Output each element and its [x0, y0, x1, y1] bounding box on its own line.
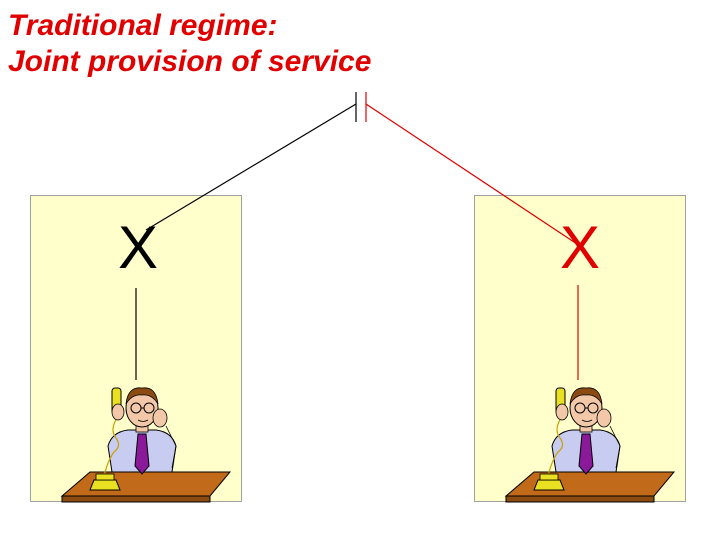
- title-line-1: Traditional regime:: [8, 9, 278, 42]
- person-on-phone-icon-right: [505, 387, 675, 503]
- title-line-2: Joint provision of service: [8, 45, 372, 78]
- right-trunk-line: [365, 103, 581, 247]
- person-on-phone-icon-left: [61, 387, 231, 503]
- slide-title: Traditional regime: Joint provision of s…: [8, 8, 371, 80]
- left-trunk-line: [145, 103, 357, 231]
- right-switch-mark: X: [560, 214, 601, 281]
- left-switch-mark: X: [118, 214, 159, 281]
